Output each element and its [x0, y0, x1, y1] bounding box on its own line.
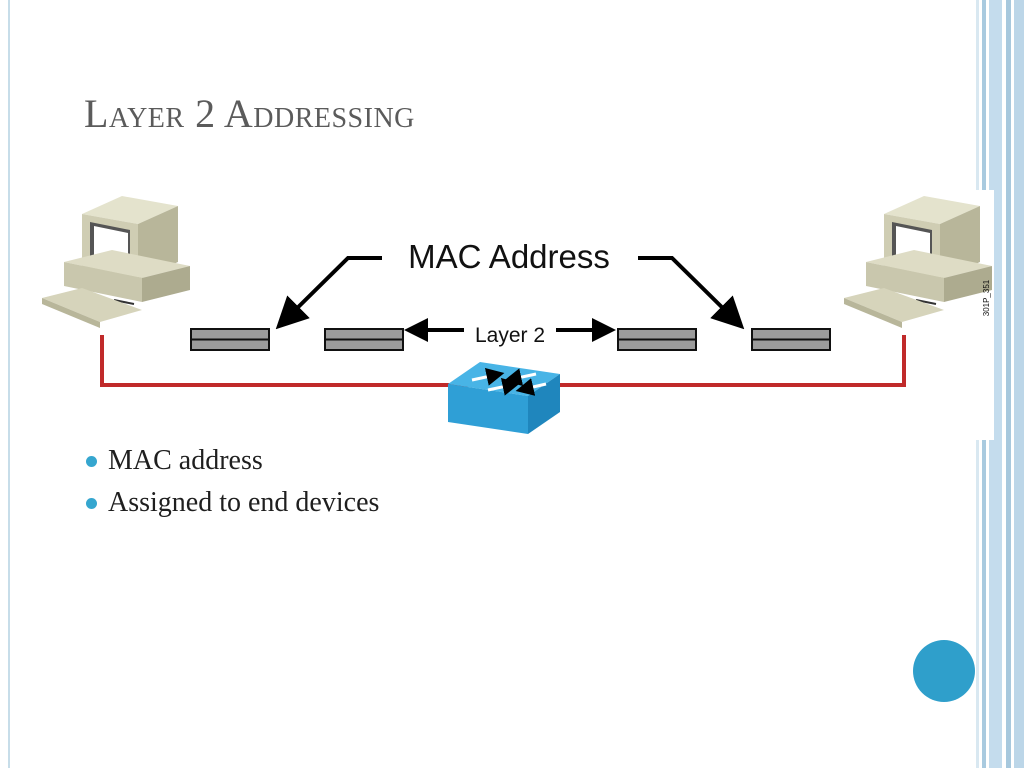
address-bar-left-inner — [324, 328, 404, 351]
mac-arrow-right — [638, 256, 745, 330]
bullet-dot — [86, 498, 97, 509]
mac-arrow-left — [275, 256, 382, 330]
right-computer-icon — [844, 196, 992, 328]
address-bar-right-inner — [617, 328, 697, 351]
mac-address-label: MAC Address — [408, 238, 610, 275]
decorative-circle — [913, 640, 975, 702]
figure-id-label: 301P_351 — [982, 279, 991, 316]
layer2-diagram: MAC Address Layer 2 301P_351 — [30, 190, 994, 440]
address-bar-left-outer — [190, 328, 270, 351]
bullet-item: Assigned to end devices — [84, 482, 379, 524]
bullet-text: Assigned to end devices — [108, 487, 380, 518]
bullet-text: MAC address — [108, 445, 263, 476]
bullet-dot — [86, 456, 97, 467]
left-border-line — [8, 0, 10, 768]
address-bar-right-outer — [751, 328, 831, 351]
switch-icon — [448, 362, 560, 434]
slide-title: Layer 2 Addressing — [84, 91, 415, 136]
bullet-list: MAC address Assigned to end devices — [84, 440, 379, 524]
left-computer-icon — [42, 196, 190, 328]
bullet-item: MAC address — [84, 440, 379, 482]
layer2-label: Layer 2 — [475, 324, 545, 347]
